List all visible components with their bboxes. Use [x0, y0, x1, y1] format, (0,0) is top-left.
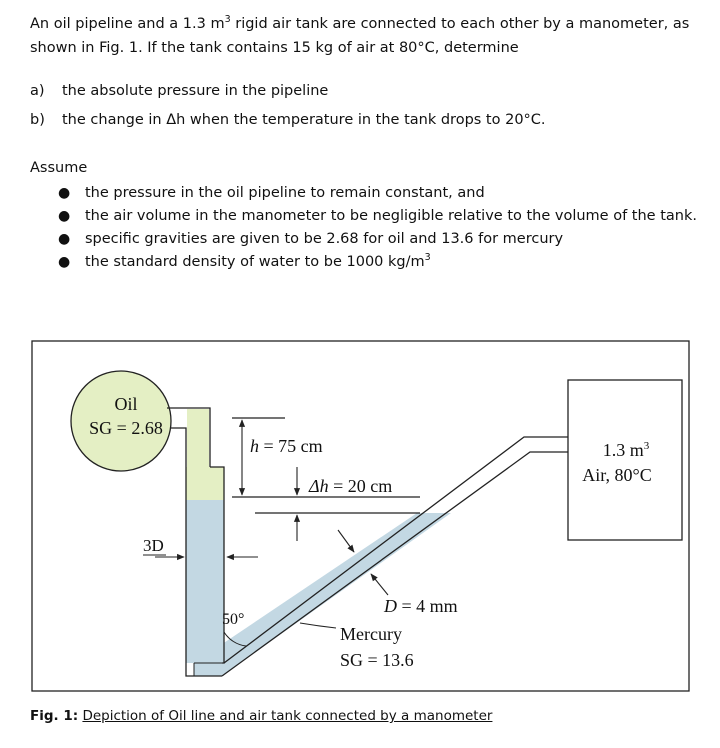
part-a-text: the absolute pressure in the pipeline	[62, 83, 329, 99]
dh-label: Δh = 20 cm	[308, 476, 392, 496]
part-b-label: b)	[30, 112, 45, 128]
air-tank	[567, 379, 683, 541]
figure-caption: Fig. 1: Depiction of Oil line and air ta…	[30, 708, 492, 724]
mercury-column-inclined	[194, 513, 451, 676]
bullet-icon: ●	[58, 230, 71, 247]
tube-left-wall	[185, 467, 222, 677]
part-b: b) the change in Δh when the temperature…	[30, 110, 546, 139]
caption-label: Fig. 1:	[30, 708, 79, 724]
connector-inner	[170, 427, 187, 467]
assumption-item: ● the air volume in the manometer to be …	[58, 207, 697, 224]
bullet-icon: ●	[58, 253, 71, 270]
incline-lower-wall	[221, 451, 570, 677]
label-3d: 3D	[143, 536, 164, 555]
intro-line-2: shown in Fig. 1. If the tank contains 15…	[30, 40, 519, 56]
part-b-text: the change in Δh when the temperature in…	[62, 112, 546, 128]
problem-intro: An oil pipeline and a 1.3 m3 rigid air t…	[30, 14, 689, 62]
angle-label: 50°	[222, 611, 244, 628]
h-label: h = 75 cm	[250, 436, 323, 456]
question-parts: a) the absolute pressure in the pipeline…	[30, 81, 546, 139]
mercury-label: Mercury	[340, 624, 402, 644]
tank-volume-label: 1.3 m3	[603, 440, 650, 460]
assume-heading: Assume	[30, 160, 88, 176]
assumption-item: ● specific gravities are given to be 2.6…	[58, 230, 564, 247]
assumption-list: ● the pressure in the oil pipeline to re…	[58, 181, 697, 273]
oil-pipeline	[70, 370, 172, 472]
connector-oil	[187, 409, 209, 467]
figure-frame	[31, 340, 690, 692]
intro-line-1: An oil pipeline and a 1.3 m3 rigid air t…	[30, 14, 690, 32]
mercury-leader	[299, 622, 337, 629]
incline-upper-wall	[223, 436, 570, 664]
diameter-d-arrow-lower	[370, 573, 389, 596]
part-a: a) the absolute pressure in the pipeline	[30, 81, 546, 110]
oil-sg-label: SG = 2.68	[89, 418, 163, 438]
diameter-d-arrow-upper	[337, 529, 355, 553]
tank-air-label: Air, 80°C	[582, 465, 651, 485]
caption-text: Depiction of Oil line and air tank conne…	[82, 708, 493, 724]
assumption-item: ● the pressure in the oil pipeline to re…	[58, 184, 485, 201]
oil-column	[186, 467, 224, 500]
mercury-column-vertical	[186, 500, 224, 663]
connector-outer	[167, 407, 211, 467]
mercury-sg-label: SG = 13.6	[340, 650, 414, 670]
part-a-label: a)	[30, 83, 45, 99]
assumption-item: ● the standard density of water to be 10…	[58, 251, 431, 270]
bullet-icon: ●	[58, 184, 71, 201]
angle-arc	[223, 631, 247, 647]
oil-label: Oil	[114, 394, 137, 414]
diameter-label: D = 4 mm	[383, 596, 458, 616]
bullet-icon: ●	[58, 207, 71, 224]
